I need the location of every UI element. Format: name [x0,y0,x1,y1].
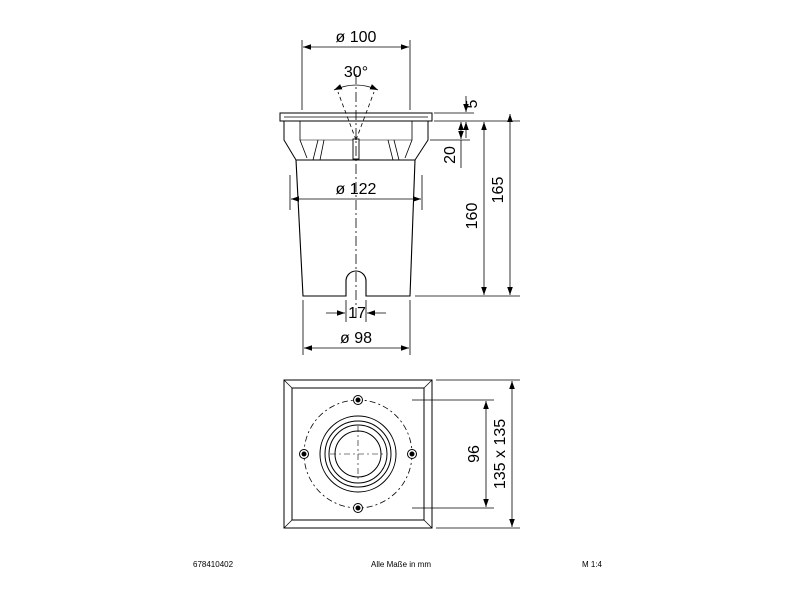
beam-angle-arc [333,84,379,91]
top-view-dimensions [412,379,520,529]
cover-plate-inner [291,387,425,521]
dim-body-height: 160 [464,203,481,230]
dim-total-height: 165 [490,177,507,204]
top-view [283,379,433,529]
lens-outer-ring [319,415,397,493]
dim-bottom-diameter: ø 98 [340,330,372,347]
housing-body [295,159,416,297]
dim-collar-height: 20 [442,146,459,164]
scale-label: M 1:4 [582,560,603,569]
screw-bottom [353,503,363,513]
screw-left [299,449,309,459]
dim-top-diameter: ø 100 [336,29,377,46]
dim-slot-width: 17 [348,305,366,322]
units-note: Alle Maße in mm [371,560,432,569]
dim-lens-square: 96 [466,445,483,463]
side-view-dimensions [289,40,520,355]
screw-right [407,449,417,459]
dim-outer-diameter: ø 122 [336,181,377,198]
dim-plate-size: 135 x 135 [492,419,509,489]
screw-top [353,395,363,405]
dim-beam-angle: 30° [344,64,368,81]
dim-flange-thickness: 5 [464,99,481,108]
article-number: 678410402 [193,560,234,569]
collar [283,121,429,161]
